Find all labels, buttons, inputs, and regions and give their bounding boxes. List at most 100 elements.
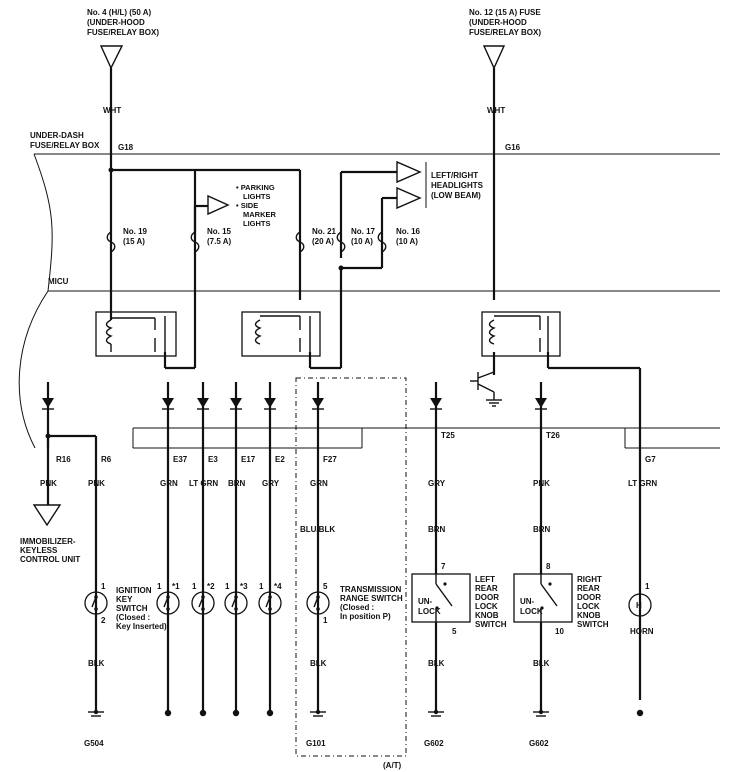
ignition-label-2: KEY bbox=[116, 595, 133, 604]
wire-blk-4: BLK bbox=[533, 659, 550, 668]
pin-right-top: 8 bbox=[546, 562, 551, 571]
fuse-21-symbol bbox=[295, 231, 305, 253]
wire-color-r6: PNK bbox=[88, 479, 105, 488]
fuse-label-no4-line3: FUSE/RELAY BOX) bbox=[87, 28, 159, 37]
horn-symbol bbox=[628, 593, 652, 617]
pin-right-bottom: 10 bbox=[555, 627, 564, 636]
ignition-key-switch-symbol bbox=[84, 591, 108, 615]
connector-t25: T25 bbox=[441, 431, 455, 440]
source-arrow-right bbox=[482, 45, 506, 70]
right-un-label: UN- bbox=[520, 597, 535, 606]
parking-line2: LIGHTS bbox=[243, 192, 271, 201]
fuse-17-rating: (10 A) bbox=[351, 237, 373, 246]
ignition-label-1: IGNITION bbox=[116, 586, 152, 595]
connector-e17: E17 bbox=[241, 455, 256, 464]
relays bbox=[95, 258, 642, 700]
fuse-16-label: No. 16 bbox=[396, 227, 421, 236]
underdash-box-label-line2: FUSE/RELAY BOX bbox=[30, 141, 100, 150]
pin-s4-a: 1 bbox=[259, 582, 264, 591]
immobilizer-branch: IMMOBILIZER- KEYLESS CONTROL UNIT bbox=[20, 433, 98, 700]
relay-1 bbox=[95, 311, 177, 357]
at-dashed-box: (A/T) bbox=[295, 377, 407, 770]
right-door-5: KNOB bbox=[577, 611, 601, 620]
immobilizer-arrow bbox=[32, 504, 62, 527]
ignition-label-4: (Closed : bbox=[116, 613, 150, 622]
lower-wires bbox=[166, 448, 543, 712]
fuse-label-no12-line3: FUSE/RELAY BOX) bbox=[469, 28, 541, 37]
left-door-switch: UN- LOCK LEFT REAR DOOR LOCK KNOB SWITCH bbox=[411, 573, 507, 629]
pin-labels: 1 2 1 *1 1 *2 1 *3 1 *4 5 1 7 5 8 10 1 bbox=[101, 562, 650, 636]
ignition-switches bbox=[84, 591, 330, 615]
pin-trans-top: 5 bbox=[323, 582, 328, 591]
pin-s2-a: 1 bbox=[192, 582, 197, 591]
wire-color-g7: LT GRN bbox=[628, 479, 657, 488]
diode-7 bbox=[430, 382, 442, 448]
ground-g602-right: G602 bbox=[529, 739, 549, 748]
pin-left-bottom: 5 bbox=[452, 627, 457, 636]
diode-4 bbox=[230, 382, 242, 448]
pin-trans-bottom: 1 bbox=[323, 616, 328, 625]
parking-line4: MARKER bbox=[243, 210, 276, 219]
switch-star2-symbol bbox=[191, 591, 215, 615]
ground-g504: G504 bbox=[84, 739, 104, 748]
pin-ign-bottom: 2 bbox=[101, 616, 106, 625]
ground-dot-4 bbox=[266, 709, 274, 717]
diode-3 bbox=[197, 382, 209, 448]
fuse-label-no12-line1: No. 12 (15 A) FUSE bbox=[469, 8, 541, 17]
right-door-switch: UN- LOCK RIGHT REAR DOOR LOCK KNOB SWITC… bbox=[513, 573, 609, 629]
immobilizer-line2: KEYLESS bbox=[20, 546, 58, 555]
diode-8 bbox=[535, 382, 547, 448]
connector-f27: F27 bbox=[323, 455, 337, 464]
fuse-17-label: No. 17 bbox=[351, 227, 376, 236]
output-arrow-parking bbox=[207, 194, 230, 216]
pin-ign-top: 1 bbox=[101, 582, 106, 591]
connector-r16: R16 bbox=[56, 455, 71, 464]
diode-2 bbox=[162, 382, 174, 448]
horn-label: HORN bbox=[630, 627, 654, 636]
switch-star3-symbol bbox=[224, 591, 248, 615]
underdash-box-label-line1: UNDER-DASH bbox=[30, 131, 84, 140]
source-right: No. 12 (15 A) FUSE (UNDER-HOOD FUSE/RELA… bbox=[469, 8, 541, 300]
relay-2 bbox=[241, 311, 321, 357]
headlights-line1: LEFT/RIGHT bbox=[431, 171, 478, 180]
left-door-1: LEFT bbox=[475, 575, 495, 584]
connector-g7: G7 bbox=[645, 455, 656, 464]
wire-blk-2: BLK bbox=[310, 659, 327, 668]
wire-blk-1: BLK bbox=[88, 659, 105, 668]
fuse-19-symbol bbox=[106, 231, 116, 253]
left-door-6: SWITCH bbox=[475, 620, 507, 629]
left-door-3: DOOR bbox=[475, 593, 499, 602]
wire-color-wht-left: WHT bbox=[103, 106, 121, 115]
trans-label-4: In position P) bbox=[340, 612, 391, 621]
ground-dot-1 bbox=[164, 709, 172, 717]
fuse-15-rating: (7.5 A) bbox=[207, 237, 231, 246]
ground-symbol-g602-right bbox=[533, 709, 549, 717]
trans-label-1: TRANSMISSION bbox=[340, 585, 402, 594]
source-arrow-left bbox=[99, 45, 124, 70]
left-door-5: KNOB bbox=[475, 611, 499, 620]
box-outlines: UNDER-DASH FUSE/RELAY BOX G18 G16 MICU bbox=[18, 131, 720, 449]
wire-color-r16: PNK bbox=[40, 479, 57, 488]
relay-3 bbox=[481, 311, 561, 357]
wire-blk-3: BLK bbox=[428, 659, 445, 668]
right-lock-label: LOCK bbox=[520, 607, 543, 616]
headlights-line2: HEADLIGHTS bbox=[431, 181, 484, 190]
left-door-4: LOCK bbox=[475, 602, 498, 611]
headlights-line3: (LOW BEAM) bbox=[431, 191, 481, 200]
output-arrow-headlight-1 bbox=[396, 160, 422, 184]
left-door-2: REAR bbox=[475, 584, 498, 593]
connector-labels: R16 R6 E37 E3 E17 E2 F27 T25 T26 G7 bbox=[56, 431, 656, 464]
ground-symbol-g101 bbox=[310, 709, 326, 717]
ground-dot-horn bbox=[636, 709, 644, 717]
fuse-16-rating: (10 A) bbox=[396, 237, 418, 246]
fuse-15-symbol bbox=[190, 231, 200, 253]
fuse-label-no12-line2: (UNDER-HOOD bbox=[469, 18, 527, 27]
fuse-label-no4-line2: (UNDER-HOOD bbox=[87, 18, 145, 27]
connector-t26: T26 bbox=[546, 431, 560, 440]
fuse-label-no4-line1: No. 4 (H/L) (50 A) bbox=[87, 8, 151, 17]
ground-symbol-g602-left bbox=[428, 709, 444, 717]
parking-bullet1: • PARKING bbox=[236, 183, 275, 192]
switch-star1-symbol bbox=[156, 591, 180, 615]
